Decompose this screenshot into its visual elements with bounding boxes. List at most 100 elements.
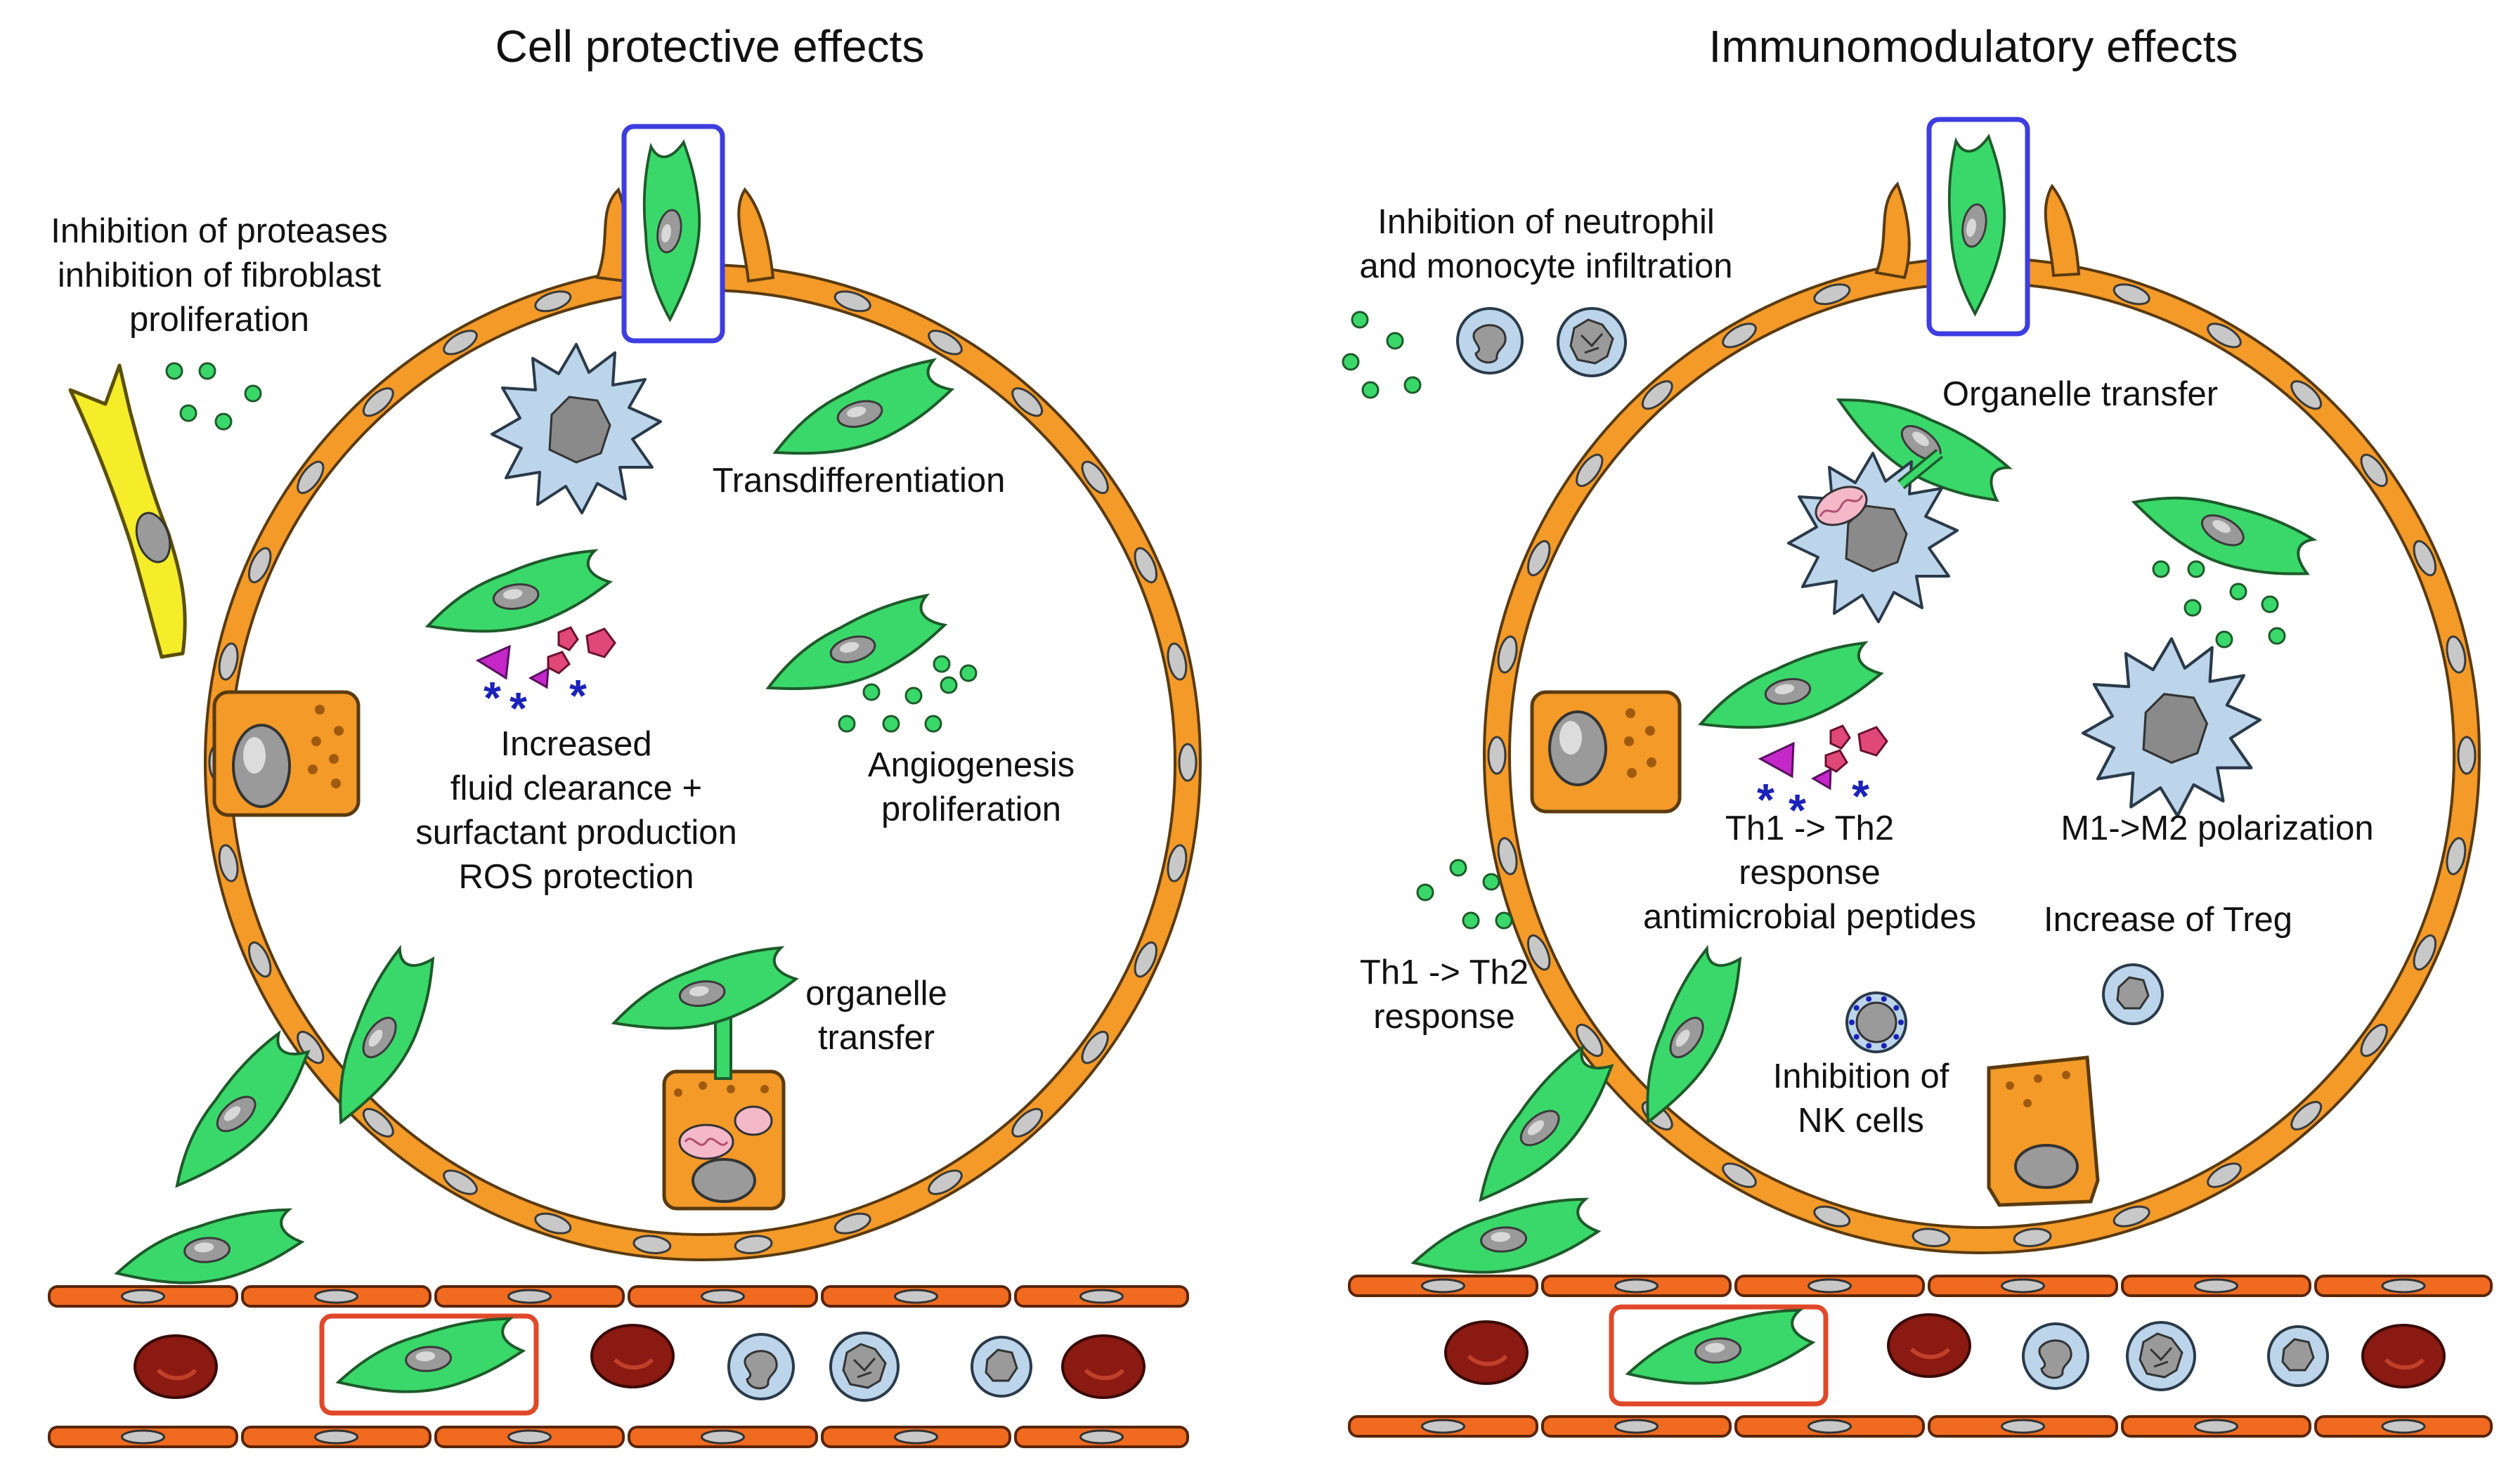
- epithelial-projection: [1874, 181, 1911, 280]
- neutrophil: [1456, 307, 1524, 375]
- red-blood-cell: [592, 1325, 673, 1387]
- lymphocyte: [2267, 1325, 2329, 1387]
- nk-granule: [1853, 1034, 1860, 1040]
- endothelial-nucleus: [1808, 1419, 1852, 1434]
- label-neutro-2: and monocyte infiltration: [1359, 247, 1732, 285]
- label-nk-1: Inhibition of: [1773, 1057, 1949, 1095]
- svg-text:*: *: [1789, 785, 1806, 835]
- right-panel: Inhibition of neutrophil and monocyte in…: [1342, 117, 2493, 1438]
- label-fluid-3: surfactant production: [415, 814, 737, 852]
- vesicles: [1342, 311, 1422, 399]
- nk-cell: [1845, 991, 1907, 1053]
- red-blood-cell: [1063, 1336, 1144, 1398]
- nk-granule: [1866, 996, 1872, 1002]
- left-panel: Transdifferentiation * * * Increased flu…: [48, 124, 1202, 1448]
- left-blood-vessel: [48, 1285, 1189, 1448]
- msc-cell: [605, 944, 803, 1039]
- label-organelle-2: transfer: [818, 1019, 935, 1057]
- label-fluid-1: Increased: [500, 725, 651, 763]
- neutrophil: [2022, 1322, 2089, 1390]
- endothelial-nucleus: [701, 1429, 745, 1445]
- endothelial-nucleus: [314, 1429, 358, 1445]
- msc-cell: [112, 1207, 306, 1290]
- red-blood-cell: [2363, 1325, 2444, 1387]
- fibroblast: [68, 363, 187, 659]
- endothelial-nucleus: [2001, 1278, 2045, 1294]
- endothelial-nucleus: [507, 1289, 552, 1304]
- secreted-factors: * * *: [1757, 724, 1888, 835]
- label-treg: Increase of Treg: [2044, 901, 2292, 939]
- label-proteases-2: inhibition of fibroblast: [58, 256, 382, 294]
- label-angio-2: proliferation: [881, 790, 1061, 828]
- nk-granule: [1853, 1005, 1860, 1011]
- vesicles: [165, 362, 262, 431]
- endothelial-nucleus: [894, 1289, 938, 1304]
- label-th-outer-2: response: [1373, 998, 1515, 1036]
- tunneling-nanotube: [1899, 450, 1942, 488]
- right-blood-vessel: [1348, 1275, 2493, 1438]
- epithelial-projection: [737, 187, 775, 283]
- label-neutro-1: Inhibition of neutrophil: [1377, 203, 1714, 241]
- msc-vessel-highlight-box: [319, 1313, 539, 1416]
- svg-text:*: *: [1757, 774, 1774, 825]
- label-organelle-transfer: Organelle transfer: [1942, 375, 2218, 413]
- epithelial-nucleus: [2457, 736, 2477, 775]
- endothelial-nucleus: [1614, 1278, 1659, 1294]
- label-proteases-3: proliferation: [129, 301, 309, 339]
- endothelial-nucleus: [1808, 1278, 1852, 1294]
- msc-cell: [297, 938, 462, 1132]
- vesicles: [2152, 560, 2286, 649]
- endothelial-nucleus: [2381, 1278, 2426, 1294]
- endothelial-nucleus: [894, 1429, 938, 1445]
- epithelial-projection: [2044, 183, 2081, 278]
- secreted-factors: * * *: [475, 626, 616, 734]
- msc-cell: [761, 356, 961, 469]
- type-ii-pneumocyte: [1530, 690, 1682, 814]
- monocyte: [829, 1332, 900, 1402]
- msc-cell: [333, 1316, 527, 1399]
- monocyte: [2126, 1321, 2196, 1391]
- endothelial-nucleus: [1614, 1419, 1659, 1434]
- label-th-inner-1: Th1 -> Th2: [1725, 809, 1894, 847]
- msc-cell: [419, 547, 616, 642]
- msc-cell: [2127, 457, 2323, 603]
- msc-vessel-highlight-box: [1609, 1304, 1829, 1407]
- label-th-inner-3: antimicrobial peptides: [1643, 898, 1976, 936]
- nk-granule: [1866, 1043, 1872, 1049]
- endothelial-nucleus: [507, 1429, 552, 1445]
- endothelial-nucleus: [1079, 1429, 1124, 1445]
- epithelial-nucleus: [1178, 743, 1198, 782]
- treg-cell: [2102, 963, 2164, 1025]
- label-nk-2: NK cells: [1798, 1102, 1924, 1140]
- endothelial-nucleus: [1079, 1289, 1124, 1304]
- lymphocyte: [971, 1336, 1032, 1398]
- type-ii-pneumocyte: [212, 690, 361, 817]
- nk-granule: [1898, 1020, 1904, 1025]
- svg-text:*: *: [484, 672, 501, 723]
- endothelial-nucleus: [314, 1289, 358, 1304]
- nk-granule: [1849, 1020, 1855, 1025]
- endothelial-nucleus: [1421, 1278, 1465, 1294]
- endothelial-nucleus: [1421, 1419, 1465, 1434]
- msc-cell: [1408, 1197, 1602, 1280]
- red-blood-cell: [135, 1336, 216, 1398]
- endothelial-nucleus: [701, 1289, 745, 1304]
- svg-text:*: *: [510, 683, 527, 734]
- label-m1-m2: M1->M2 polarization: [2061, 809, 2373, 847]
- label-fluid-4: ROS protection: [459, 858, 694, 896]
- alveolar-macrophage-mito: [1787, 452, 1959, 623]
- nk-granule: [1881, 996, 1887, 1002]
- msc-cell: [754, 591, 954, 704]
- monocyte: [1557, 307, 1627, 377]
- label-fluid-2: fluid clearance +: [450, 769, 702, 807]
- nk-granule: [1893, 1005, 1900, 1011]
- label-organelle-1: organelle: [805, 975, 947, 1013]
- svg-text:*: *: [569, 670, 587, 721]
- endothelial-nucleus: [2194, 1419, 2238, 1434]
- label-angio-1: Angiogenesis: [868, 746, 1075, 784]
- msc-cell: [1690, 639, 1888, 741]
- label-th-outer-1: Th1 -> Th2: [1360, 953, 1529, 991]
- nk-granule: [1893, 1034, 1900, 1040]
- endothelial-nucleus: [121, 1289, 165, 1304]
